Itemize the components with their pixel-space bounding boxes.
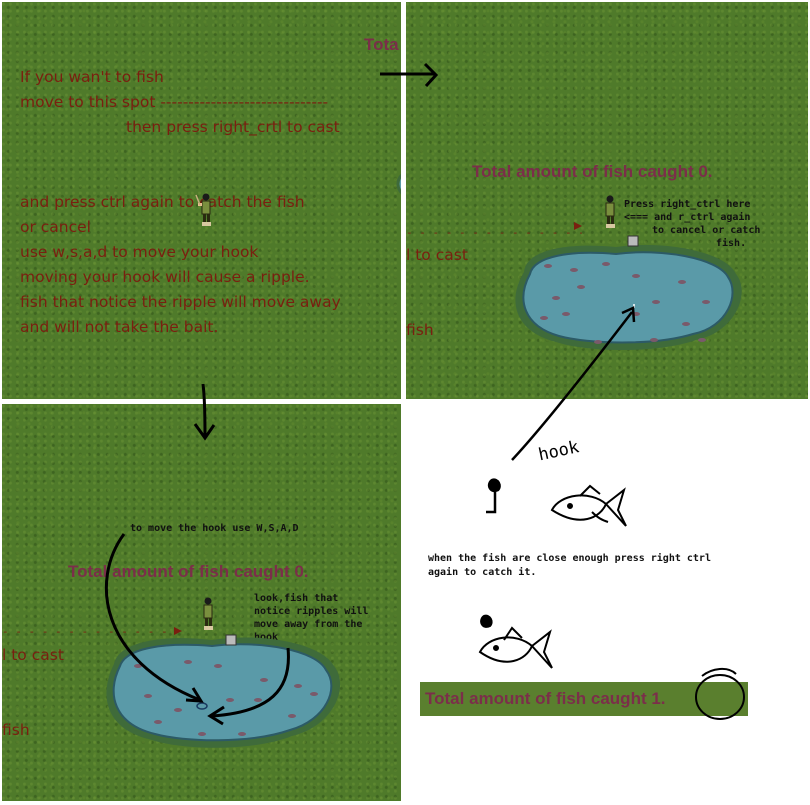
instruction-line-8: fish that notice the ripple will move aw…	[20, 293, 341, 311]
instruction-line-6: use w,s,a,d to move your hook	[20, 243, 259, 261]
instruction-line-1: If you wan't to fish	[20, 68, 164, 86]
fish-doodle-icon	[550, 484, 627, 527]
instruction-line-2: move to this spot ----------------------…	[20, 95, 329, 111]
ripple-note-line-1: look,fish that	[254, 593, 339, 604]
hook-label-handwritten: hook	[537, 437, 581, 465]
note-line-1: Press right_ctrl here	[624, 199, 751, 210]
total-caught-label-final: Total amount of fish caught 1.	[425, 689, 666, 708]
hint-move-hook: to move the hook use W,S,A,D	[130, 523, 299, 534]
cut-text-fish: fish	[406, 321, 434, 339]
catch-instruction-line-2: again to catch it.	[428, 567, 537, 578]
tutorial-panel-2: Total amount of fish caught 0. l to cast…	[406, 2, 808, 399]
note-line-4: fish.	[716, 238, 747, 249]
tutorial-panel-1: Tota If you wan't to fish move to this s…	[2, 2, 401, 399]
catch-instruction-line-1: when the fish are close enough press rig…	[428, 553, 711, 564]
score-bar	[420, 682, 748, 716]
instruction-line-7: moving your hook will cause a ripple.	[20, 268, 310, 286]
total-caught-label: Total amount of fish caught 0.	[472, 162, 713, 181]
instruction-line-5: or cancel	[20, 218, 91, 236]
total-caught-label-partial: Tota	[364, 35, 399, 54]
note-line-3: to cancel or catch	[652, 225, 761, 236]
spot-dashes: - - - - - - - - - - - - - - - - - - - - …	[406, 226, 582, 239]
instruction-line-9: and will not take the bait.	[20, 318, 219, 336]
instruction-line-4: and press ctrl again to catch the fish	[20, 193, 305, 211]
cut-text-fish: fish	[2, 721, 30, 739]
hook-doodle-icon	[486, 478, 501, 514]
note-line-2: <=== and r_ctrl again	[624, 212, 751, 223]
instruction-line-3: then press right_crtl to cast	[126, 118, 340, 136]
cut-text-cast: l to cast	[406, 246, 468, 264]
tutorial-panel-3: to move the hook use W,S,A,D Total amoun…	[2, 404, 401, 801]
ripple-note-line-2: notice ripples will	[254, 606, 369, 617]
caught-fish-doodle-icon	[478, 614, 553, 669]
pond-edge-sprite	[396, 173, 401, 195]
pond-scene	[515, 195, 742, 350]
fisherman-sprite	[195, 193, 211, 226]
ripple-note-line-4: hook	[254, 632, 279, 643]
pond-scene	[106, 597, 341, 748]
ripple-note-line-3: move away from the	[254, 619, 363, 630]
cut-text-cast: l to cast	[2, 646, 64, 664]
